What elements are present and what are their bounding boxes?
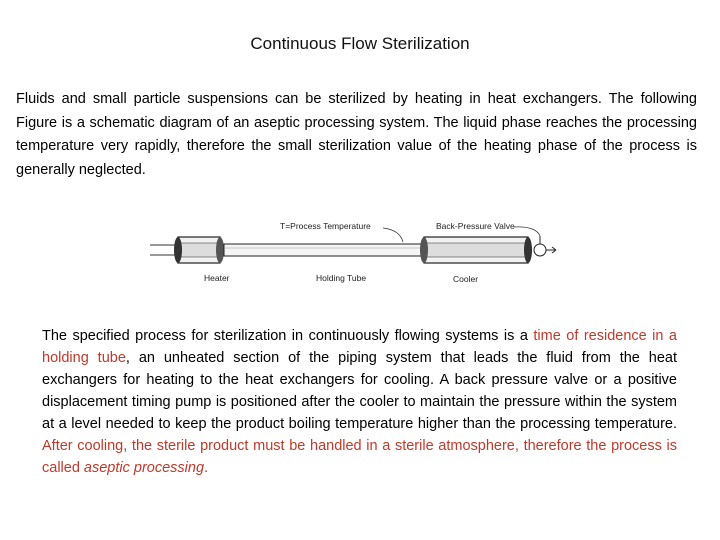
body-highlight-residence: time of residence in a holding tube <box>42 328 677 366</box>
heater-unit <box>174 236 224 264</box>
label-holding-tube: Holding Tube <box>316 273 366 283</box>
body-text-1: The specified process for sterilization … <box>42 328 534 344</box>
page-title: Continuous Flow Sterilization <box>250 34 470 53</box>
body-highlight-aseptic: After cooling, the sterile product must … <box>42 438 677 476</box>
cooler-unit <box>420 236 532 264</box>
back-pressure-valve-icon <box>533 236 557 257</box>
label-back-pressure-valve: Back-Pressure Valve <box>436 221 515 231</box>
body-text-2: , an unheated section of the piping syst… <box>42 350 677 432</box>
intro-paragraph: Fluids and small particle suspensions ca… <box>16 91 697 178</box>
label-heater: Heater <box>204 273 230 283</box>
label-cooler: Cooler <box>453 274 478 284</box>
body-paragraph: The specified process for sterilization … <box>42 325 677 479</box>
aseptic-processing-diagram: T=Process Temperature Back-Pressure Valv… <box>150 221 557 284</box>
label-process-temperature: T=Process Temperature <box>280 221 371 231</box>
body-term-aseptic-processing: aseptic processing <box>83 460 205 476</box>
holding-tube <box>223 243 425 257</box>
body-text-end: . <box>204 460 209 476</box>
